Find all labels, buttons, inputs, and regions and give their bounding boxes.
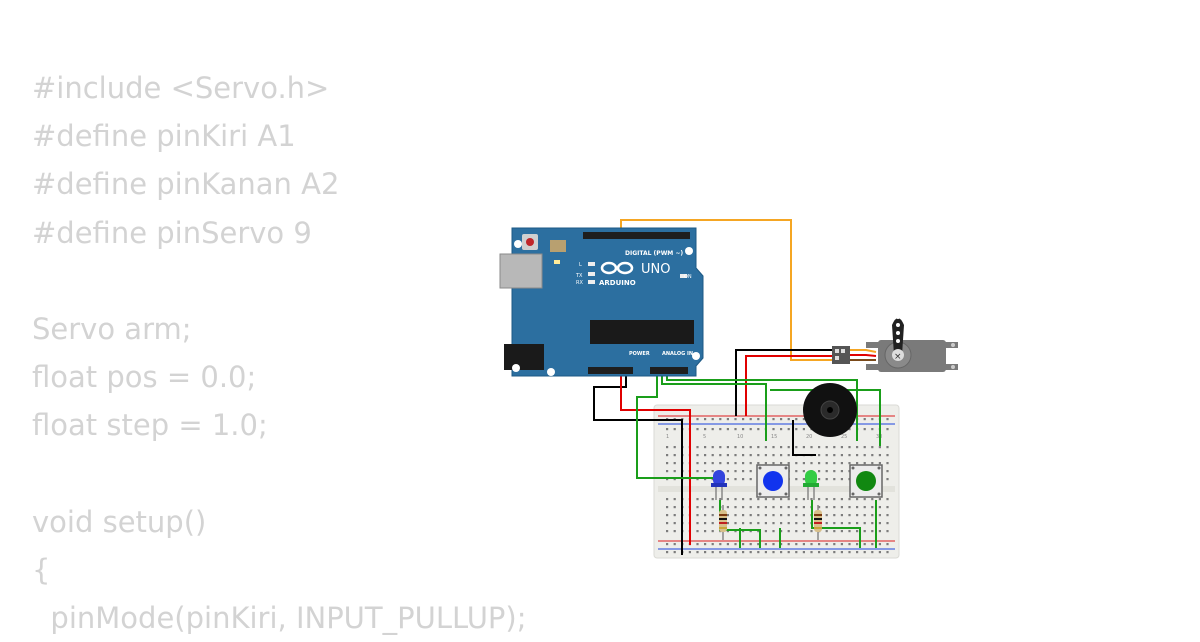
code-line: #define pinKiri A1 bbox=[32, 119, 296, 154]
arduino-logo-icon bbox=[600, 261, 634, 275]
code-line: Servo arm; bbox=[32, 311, 192, 346]
code-line: float step = 1.0; bbox=[32, 408, 268, 443]
on-label: ON bbox=[684, 274, 692, 280]
l-label: L bbox=[579, 262, 582, 268]
board-name: UNO bbox=[641, 262, 670, 277]
a0-wire bbox=[636, 371, 720, 479]
tx-label: TX bbox=[575, 273, 583, 279]
usb-port bbox=[499, 253, 543, 289]
servo-ground-wire bbox=[735, 349, 835, 416]
column-number-label: 10 bbox=[737, 434, 743, 440]
arduino-uno: UNO ARDUINO DIGITAL (PWM ~) POWER ANALOG… bbox=[499, 227, 704, 377]
servo-power-wire bbox=[745, 355, 835, 416]
code-line: #include <Servo.h> bbox=[32, 71, 330, 105]
green-led-wire bbox=[811, 500, 861, 548]
ground-wire bbox=[593, 371, 683, 555]
column-number-label: 1 bbox=[666, 434, 669, 440]
code-line: pinMode(pinKiri, INPUT_PULLUP); bbox=[32, 601, 527, 636]
brand-label: ARDUINO bbox=[599, 279, 636, 287]
buzzer bbox=[803, 383, 857, 437]
power-jack bbox=[504, 344, 544, 370]
code-listing: #include <Servo.h> #define pinKiri A1 #def… bbox=[32, 64, 527, 642]
rx-label: RX bbox=[576, 280, 583, 286]
green-led bbox=[803, 470, 819, 500]
column-number-label: 5 bbox=[703, 434, 706, 440]
svg-text:×: × bbox=[894, 352, 902, 362]
icsp-header bbox=[550, 240, 566, 252]
a1-wire bbox=[661, 371, 767, 441]
blue-push-button bbox=[756, 464, 790, 498]
code-line: #define pinKanan A2 bbox=[32, 167, 340, 202]
servo-motor: × bbox=[832, 315, 958, 372]
code-line: { bbox=[32, 552, 51, 587]
blue-led bbox=[711, 470, 727, 500]
resistor-2 bbox=[814, 505, 822, 540]
power-header bbox=[588, 367, 633, 374]
digital-label: DIGITAL (PWM ~) bbox=[625, 250, 683, 257]
resistor-1 bbox=[719, 505, 727, 540]
analog-header bbox=[650, 367, 688, 374]
code-line: float pos = 0.0; bbox=[32, 360, 257, 395]
code-line: #define pinServo 9 bbox=[32, 215, 312, 250]
column-number-label: 15 bbox=[771, 434, 777, 440]
atmega-chip bbox=[590, 320, 694, 344]
analog-label: ANALOG IN bbox=[662, 351, 693, 357]
buzzer-wire bbox=[770, 389, 881, 446]
green-push-button bbox=[849, 464, 883, 498]
column-number-label: 25 bbox=[841, 434, 847, 440]
buzzer-ground-wire bbox=[792, 420, 816, 456]
code-line: void setup() bbox=[32, 504, 207, 539]
power-label: POWER bbox=[629, 351, 650, 357]
column-number-label: 20 bbox=[806, 434, 812, 440]
digital-header bbox=[583, 232, 690, 239]
servo-signal-wire bbox=[620, 219, 835, 361]
